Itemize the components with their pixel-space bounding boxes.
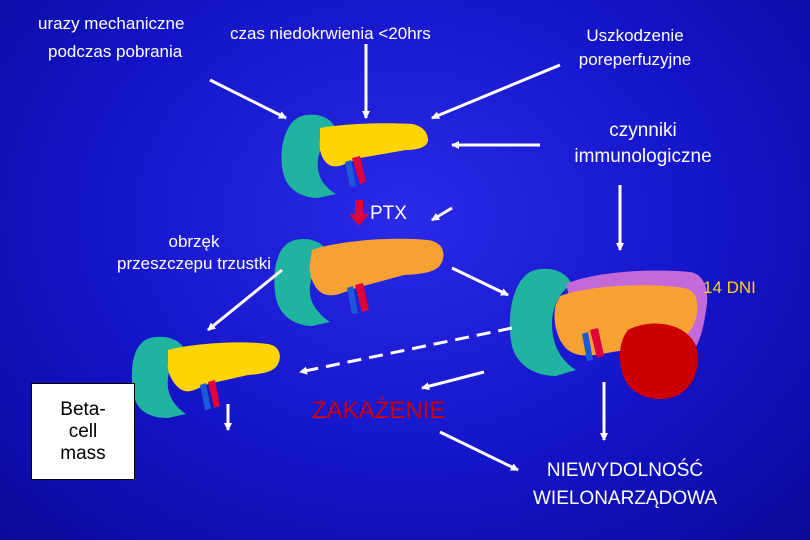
arrow-to-bottom-left: [207, 268, 283, 332]
label-uszkodzenie-1: Uszkodzenie: [586, 26, 684, 45]
label-ptx: PTX: [370, 203, 407, 224]
pancreas-organ-top: [281, 114, 428, 198]
label-czas: czas niedokrwienia <20hrs: [230, 24, 431, 43]
label-urazy: urazy mechaniczne: [38, 14, 185, 33]
arrow-uszkodzenie: [431, 63, 561, 120]
pancreas-organ-middle: [274, 238, 444, 326]
label-14-dni: 14 DNI: [703, 278, 756, 297]
pancreas-organ-bottom-left: [131, 336, 280, 418]
pancreas-organ-rejection: [509, 268, 708, 400]
ptx-red-arrow: [349, 200, 369, 226]
arrow-dashed-to-left: [299, 326, 513, 375]
label-niewydolnosc-1: NIEWYDOLNOŚĆ: [546, 460, 704, 481]
arrow-ptx-up: [431, 206, 453, 222]
label-zakazenie: ZAKAŻENIE: [312, 397, 446, 424]
label-podczas: podczas pobrania: [48, 42, 183, 61]
arrows: [207, 44, 624, 472]
arrow-to-zakazenie: [421, 370, 485, 391]
label-beta-1: Beta-: [60, 398, 106, 420]
arrow-urazy: [209, 78, 287, 120]
label-uszkodzenie-2: poreperfuzyjne: [578, 50, 692, 69]
label-niewydolnosc-2: WIELONARZĄDOWA: [532, 488, 718, 509]
label-czynniki-2: immunologiczne: [574, 146, 712, 167]
label-beta-2: cell: [68, 420, 98, 442]
beta-cell-mass-box: Beta- cell mass: [31, 383, 135, 480]
label-czynniki-1: czynniki: [609, 120, 677, 141]
label-obrzek-1: obrzęk: [168, 232, 220, 251]
arrow-zakazenie-to-niewydolnosc: [439, 430, 519, 472]
label-obrzek-2: przeszczepu trzustki: [117, 254, 271, 273]
arrow-to-rejection: [451, 266, 509, 297]
label-beta-3: mass: [60, 442, 106, 464]
